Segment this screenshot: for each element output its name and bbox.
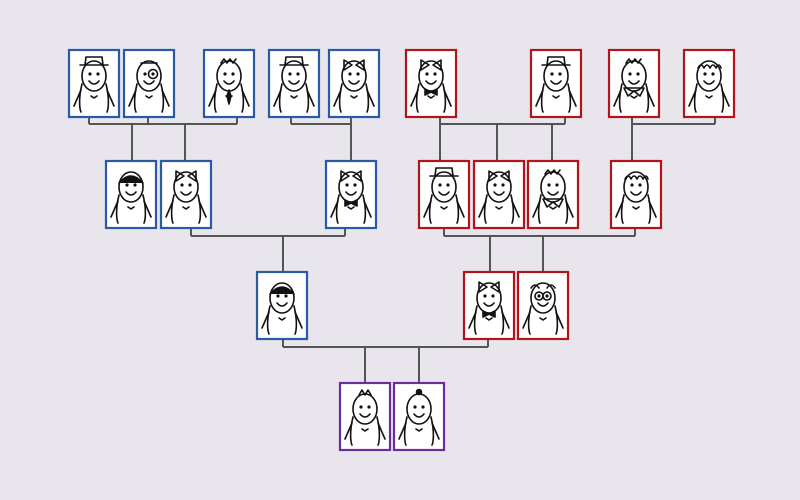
person-card[interactable]	[255, 270, 309, 341]
person-card[interactable]	[392, 381, 446, 452]
person-card[interactable]	[67, 48, 121, 119]
woman-with-bangs-icon	[261, 282, 303, 335]
woman-with-glasses-icon	[522, 282, 564, 335]
person-card[interactable]	[404, 48, 458, 119]
generation-row-parents	[255, 270, 570, 341]
man-with-scarf-icon	[613, 58, 655, 113]
person-card[interactable]	[338, 381, 392, 452]
woman-with-bow-icon	[478, 170, 520, 224]
connector-lines	[88, 118, 716, 383]
man-with-bowtie-icon	[330, 170, 372, 224]
woman-with-hat-icon	[73, 56, 115, 113]
man-with-cap-icon	[273, 56, 315, 113]
person-card[interactable]	[472, 159, 526, 230]
person-card[interactable]	[529, 48, 583, 119]
man-with-hat-icon	[535, 56, 577, 113]
man-with-bowtie-icon	[410, 59, 452, 113]
generation-row-children	[338, 381, 446, 452]
generation-row-grandparents	[104, 159, 663, 230]
woman-curly-hair-icon	[688, 60, 730, 113]
baby-icon	[398, 388, 440, 446]
person-card[interactable]	[267, 48, 321, 119]
person-card[interactable]	[526, 159, 580, 230]
woman-with-bow-icon	[333, 59, 375, 113]
man-with-tie-icon	[208, 58, 250, 113]
person-card[interactable]	[327, 48, 381, 119]
person-card[interactable]	[607, 48, 661, 119]
person-card[interactable]	[202, 48, 256, 119]
woman-with-bow-icon	[165, 170, 207, 224]
woman-with-headband-icon	[110, 171, 152, 224]
person-card[interactable]	[682, 48, 736, 119]
man-with-scarf-icon	[532, 169, 574, 224]
person-card[interactable]	[159, 159, 213, 230]
man-with-bowtie-icon	[468, 281, 510, 335]
person-card[interactable]	[516, 270, 570, 341]
man-with-cap-icon	[423, 167, 465, 224]
person-card[interactable]	[462, 270, 516, 341]
person-card[interactable]	[104, 159, 158, 230]
woman-curly-hair-icon	[615, 171, 657, 224]
person-card[interactable]	[122, 48, 176, 119]
person-card[interactable]	[417, 159, 471, 230]
person-card[interactable]	[324, 159, 378, 230]
man-with-monocle-icon	[128, 60, 170, 113]
person-card[interactable]	[609, 159, 663, 230]
child-smiling-icon	[344, 389, 386, 446]
generation-row-great-grandparents	[67, 48, 736, 119]
